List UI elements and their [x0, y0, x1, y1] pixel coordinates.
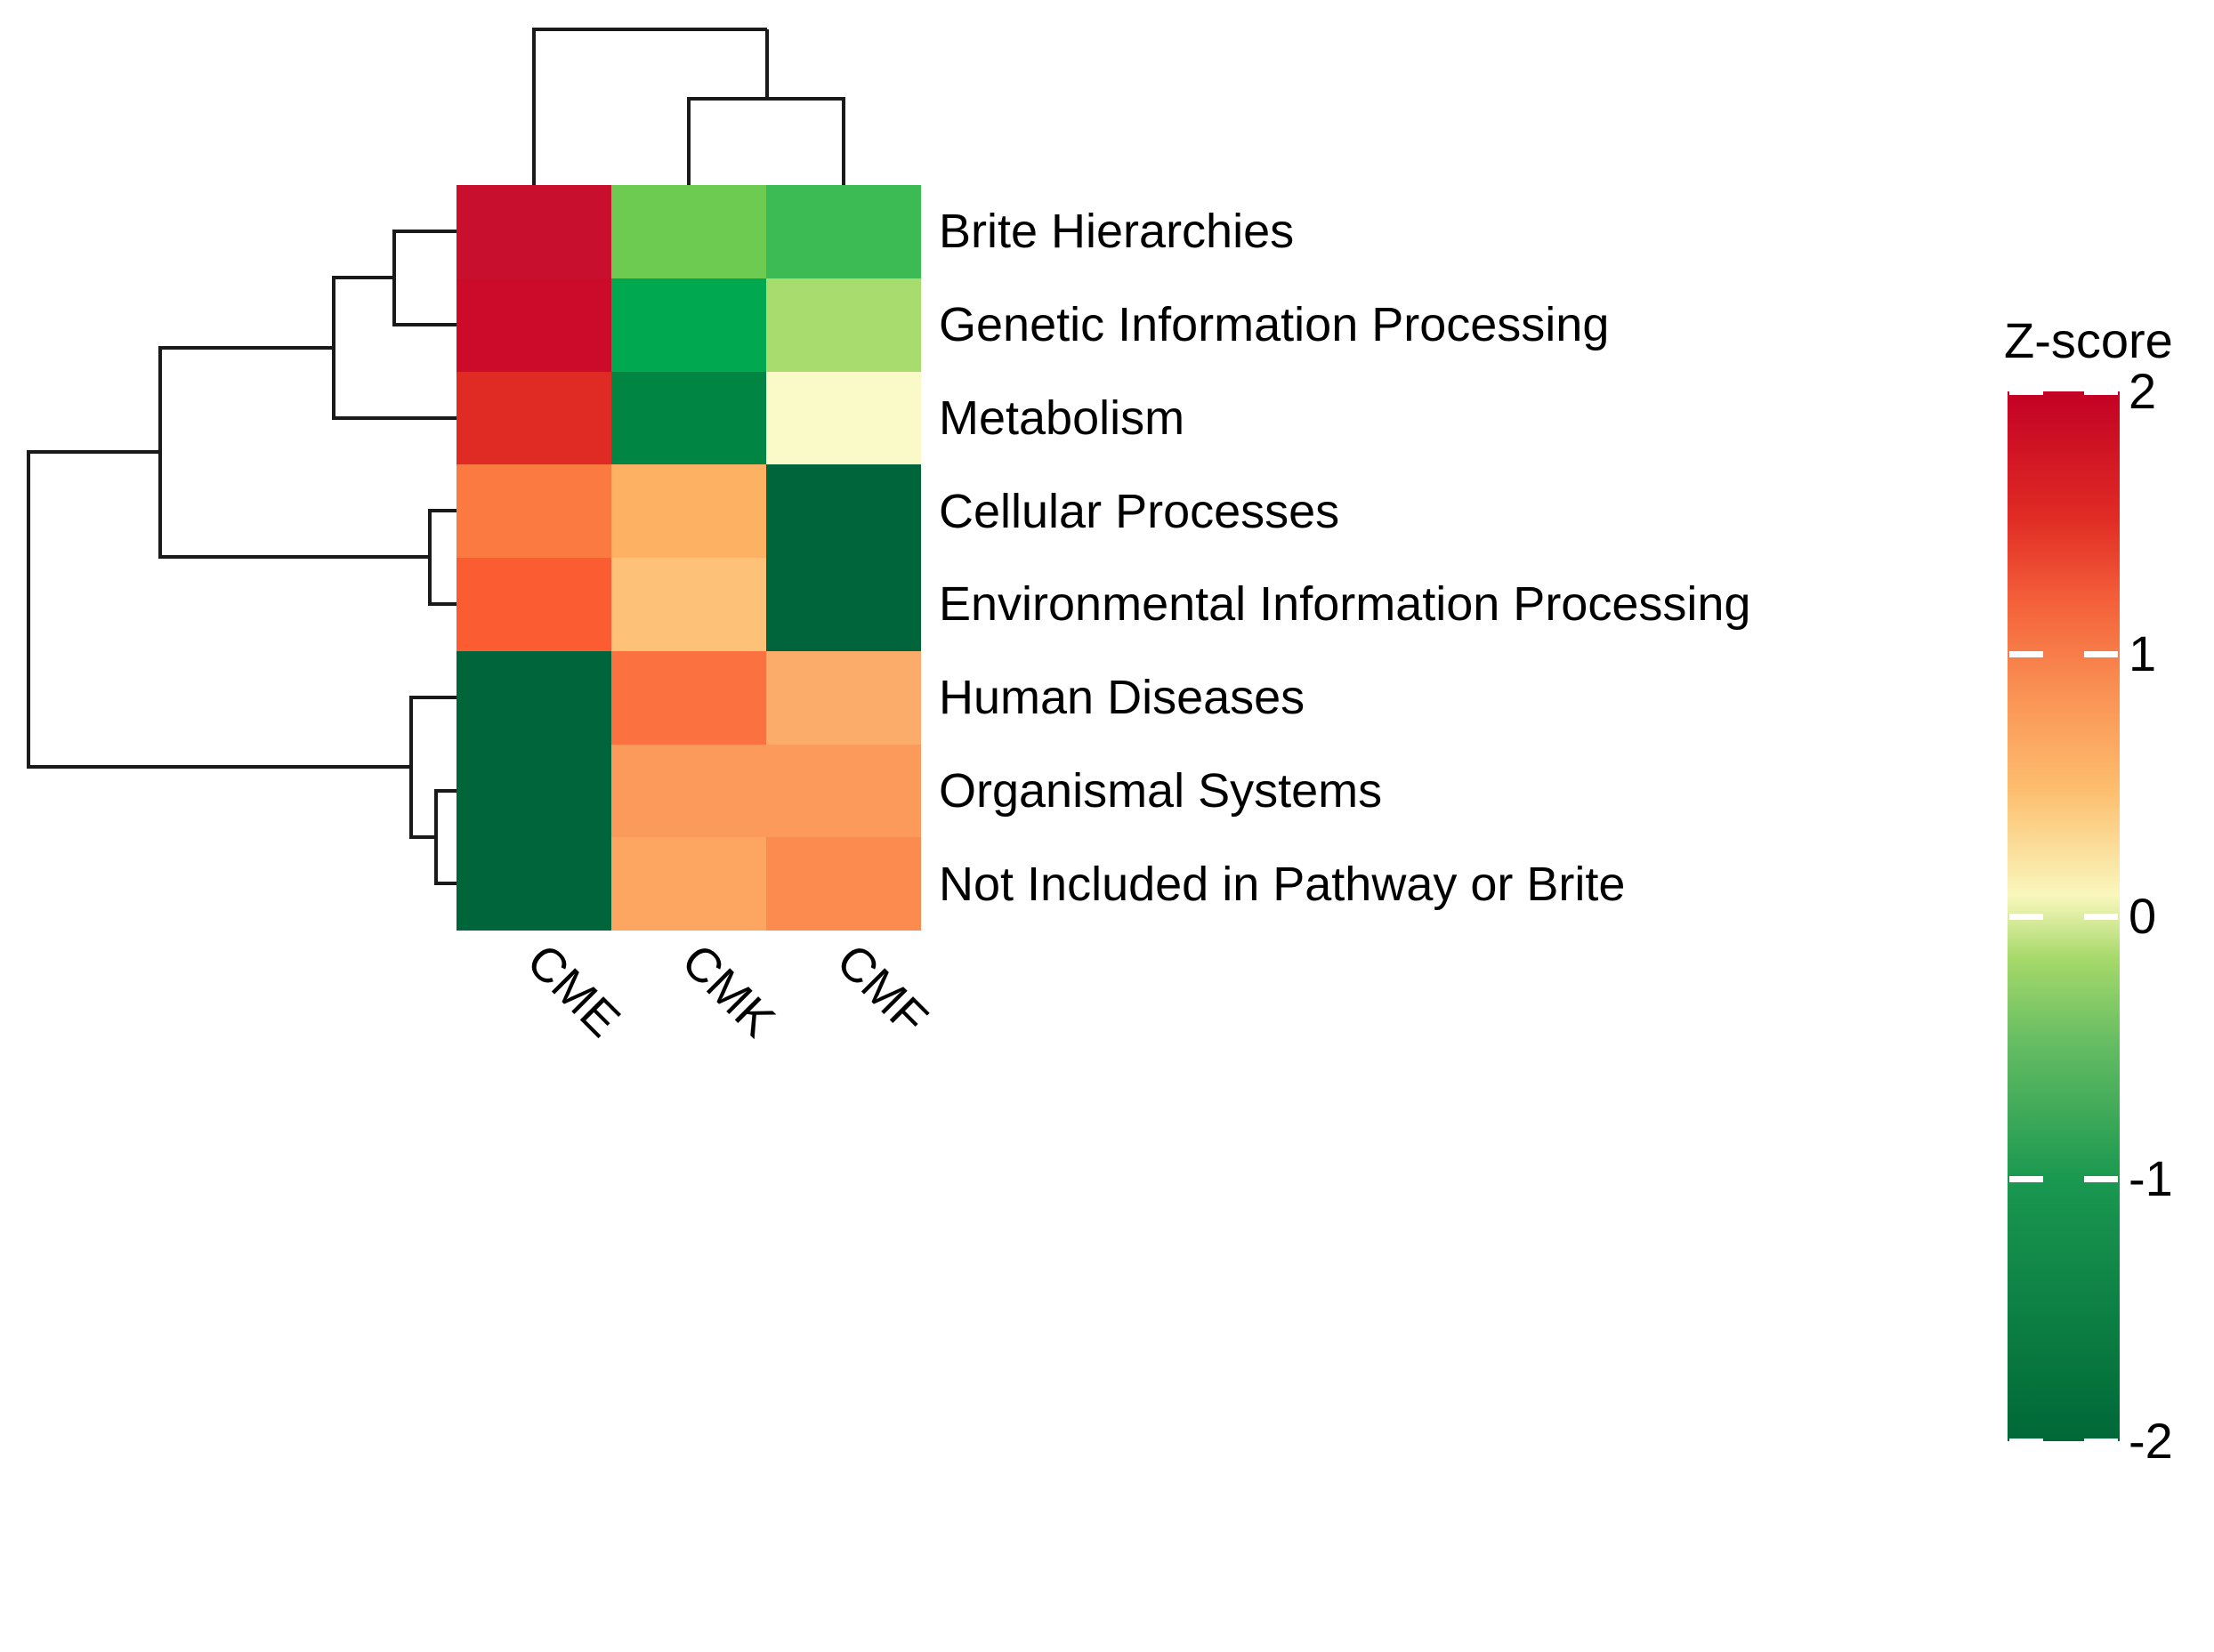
heatmap-cell [457, 837, 611, 931]
colorbar-tick-label: 0 [2129, 888, 2157, 944]
heatmap-grid [457, 185, 921, 931]
colorbar-title: Z-score [2004, 312, 2173, 368]
row-label: Brite Hierarchies [939, 205, 1295, 259]
row-dendrogram [0, 173, 463, 939]
colorbar-tick [2008, 650, 2120, 657]
colorbar-tick [2008, 1438, 2120, 1445]
heatmap-cell [457, 464, 611, 558]
dendro-row-node-f [409, 696, 457, 839]
row-label: Organismal Systems [939, 763, 1383, 818]
heatmap-cell [766, 837, 921, 931]
column-dendrogram [0, 0, 979, 191]
colorbar-tick [2008, 1175, 2120, 1182]
row-label: Not Included in Pathway or Brite [939, 857, 1626, 911]
heatmap-cell [611, 837, 766, 931]
colorbar-tick [2008, 913, 2120, 920]
heatmap-cell [611, 185, 766, 278]
row-label: Cellular Processes [939, 484, 1340, 538]
dendro-link-cmk-cmf [687, 97, 845, 185]
row-label: Metabolism [939, 391, 1185, 445]
colorbar-tick-label: 1 [2129, 625, 2157, 681]
heatmap-cell [766, 185, 921, 278]
heatmap-cell [611, 650, 766, 745]
heatmap-cell [766, 278, 921, 372]
heatmap-cell [457, 558, 611, 651]
dendro-row-node-e [434, 789, 457, 885]
heatmap-cell [457, 650, 611, 745]
heatmap-cell [457, 744, 611, 838]
dendro-row-node-root [27, 450, 411, 769]
heatmap-cell [611, 464, 766, 558]
column-label-cme: CME [516, 933, 630, 1048]
row-label: Environmental Information Processing [939, 577, 1751, 632]
heatmap-cell [611, 558, 766, 651]
column-dendrogram-svg [532, 28, 845, 185]
heatmap-cell [457, 371, 611, 465]
dendro-link-cme [532, 28, 767, 185]
heatmap-cell [611, 744, 766, 838]
dendro-row-node-a [392, 230, 457, 326]
colorbar-tick-label: -2 [2129, 1413, 2173, 1469]
row-label: Human Diseases [939, 671, 1305, 725]
heatmap-cell [766, 558, 921, 651]
colorbar-tick-label: -1 [2129, 1150, 2173, 1206]
heatmap-cell [766, 744, 921, 838]
heatmap-cell [611, 278, 766, 372]
heatmap-cell [766, 650, 921, 745]
dendro-row-node-c [428, 509, 457, 606]
row-dendrogram-svg [27, 230, 457, 885]
heatmap-cell [457, 185, 611, 278]
column-label-cmf: CMF [826, 933, 938, 1046]
dendro-row-node-d [158, 346, 430, 559]
row-label: Genetic Information Processing [939, 298, 1610, 352]
heatmap-cell [766, 464, 921, 558]
colorbar-tick [2008, 388, 2120, 395]
colorbar-bar [2008, 388, 2120, 1445]
heatmap-cell [457, 278, 611, 372]
heatmap-cell [766, 371, 921, 465]
column-label-cmk: CMK [671, 933, 785, 1048]
heatmap-cell [611, 371, 766, 465]
colorbar-tick-label: 2 [2129, 363, 2157, 419]
column-label-list: CME CMK CMF [457, 933, 938, 1114]
